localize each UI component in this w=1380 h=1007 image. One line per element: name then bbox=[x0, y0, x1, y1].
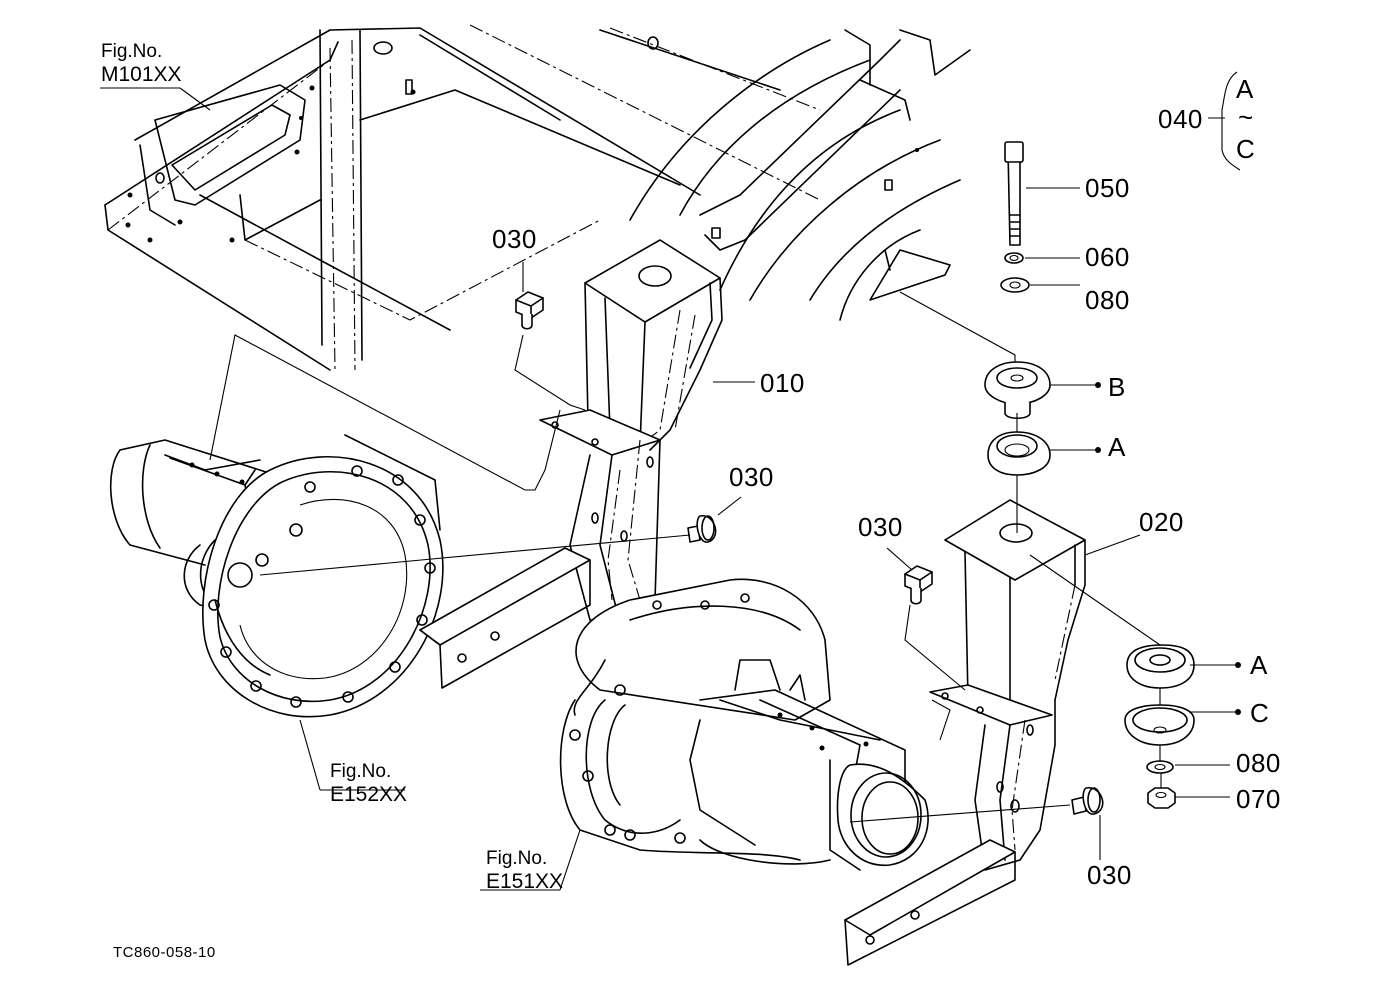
bracket-020 bbox=[844, 499, 1086, 966]
part-label-080-lower[interactable]: 080 bbox=[1236, 748, 1281, 778]
fig-code: M101XX bbox=[101, 63, 182, 86]
part-label-030-upper-left[interactable]: 030 bbox=[492, 224, 537, 254]
drawing-number: TC860-058-10 bbox=[113, 944, 216, 961]
part-label-010[interactable]: 010 bbox=[760, 368, 805, 398]
fig-code: E152XX bbox=[330, 783, 408, 806]
sub-label-b[interactable]: B bbox=[1108, 372, 1126, 402]
bolt-030-upper-left bbox=[515, 291, 544, 330]
fig-ref-m101[interactable]: Fig.No. M101XX bbox=[101, 40, 182, 86]
part-label-060[interactable]: 060 bbox=[1085, 242, 1130, 272]
bolt-030-lower-left bbox=[904, 565, 933, 605]
fig-ref-e151[interactable]: Fig.No. E151XX bbox=[486, 847, 563, 893]
housing-e151 bbox=[480, 578, 929, 891]
part-label-020[interactable]: 020 bbox=[1139, 507, 1184, 537]
sub-label-a-lower[interactable]: A bbox=[1250, 650, 1268, 680]
part-label-030-middle[interactable]: 030 bbox=[729, 462, 774, 492]
bracket-010 bbox=[419, 239, 723, 689]
frame-assembly bbox=[104, 24, 971, 371]
kit-range-start: A bbox=[1236, 74, 1254, 104]
kit-range-tilde: ~ bbox=[1238, 102, 1254, 132]
sub-label-c[interactable]: C bbox=[1250, 698, 1270, 728]
fig-ref-e152[interactable]: Fig.No. E152XX bbox=[330, 760, 407, 806]
part-label-030-lower-left[interactable]: 030 bbox=[858, 512, 903, 542]
bolt-030-middle bbox=[687, 515, 717, 543]
fig-code: E151XX bbox=[486, 870, 564, 893]
mount-stack bbox=[984, 141, 1195, 809]
fig-no-label: Fig.No. bbox=[101, 41, 163, 62]
housing-e152 bbox=[109, 434, 444, 791]
sub-label-a-upper[interactable]: A bbox=[1108, 432, 1126, 462]
part-label-080-upper[interactable]: 080 bbox=[1085, 285, 1130, 315]
kit-range-end: C bbox=[1236, 134, 1256, 164]
leader-lines bbox=[100, 71, 1241, 860]
bolt-030-lower-right bbox=[1071, 787, 1104, 815]
fig-no-label: Fig.No. bbox=[486, 848, 548, 869]
fig-no-label: Fig.No. bbox=[330, 761, 392, 782]
part-label-050[interactable]: 050 bbox=[1085, 173, 1130, 203]
part-label-040[interactable]: 040 bbox=[1158, 104, 1203, 134]
part-label-030-lower-right[interactable]: 030 bbox=[1087, 860, 1132, 890]
part-label-070[interactable]: 070 bbox=[1236, 784, 1281, 814]
